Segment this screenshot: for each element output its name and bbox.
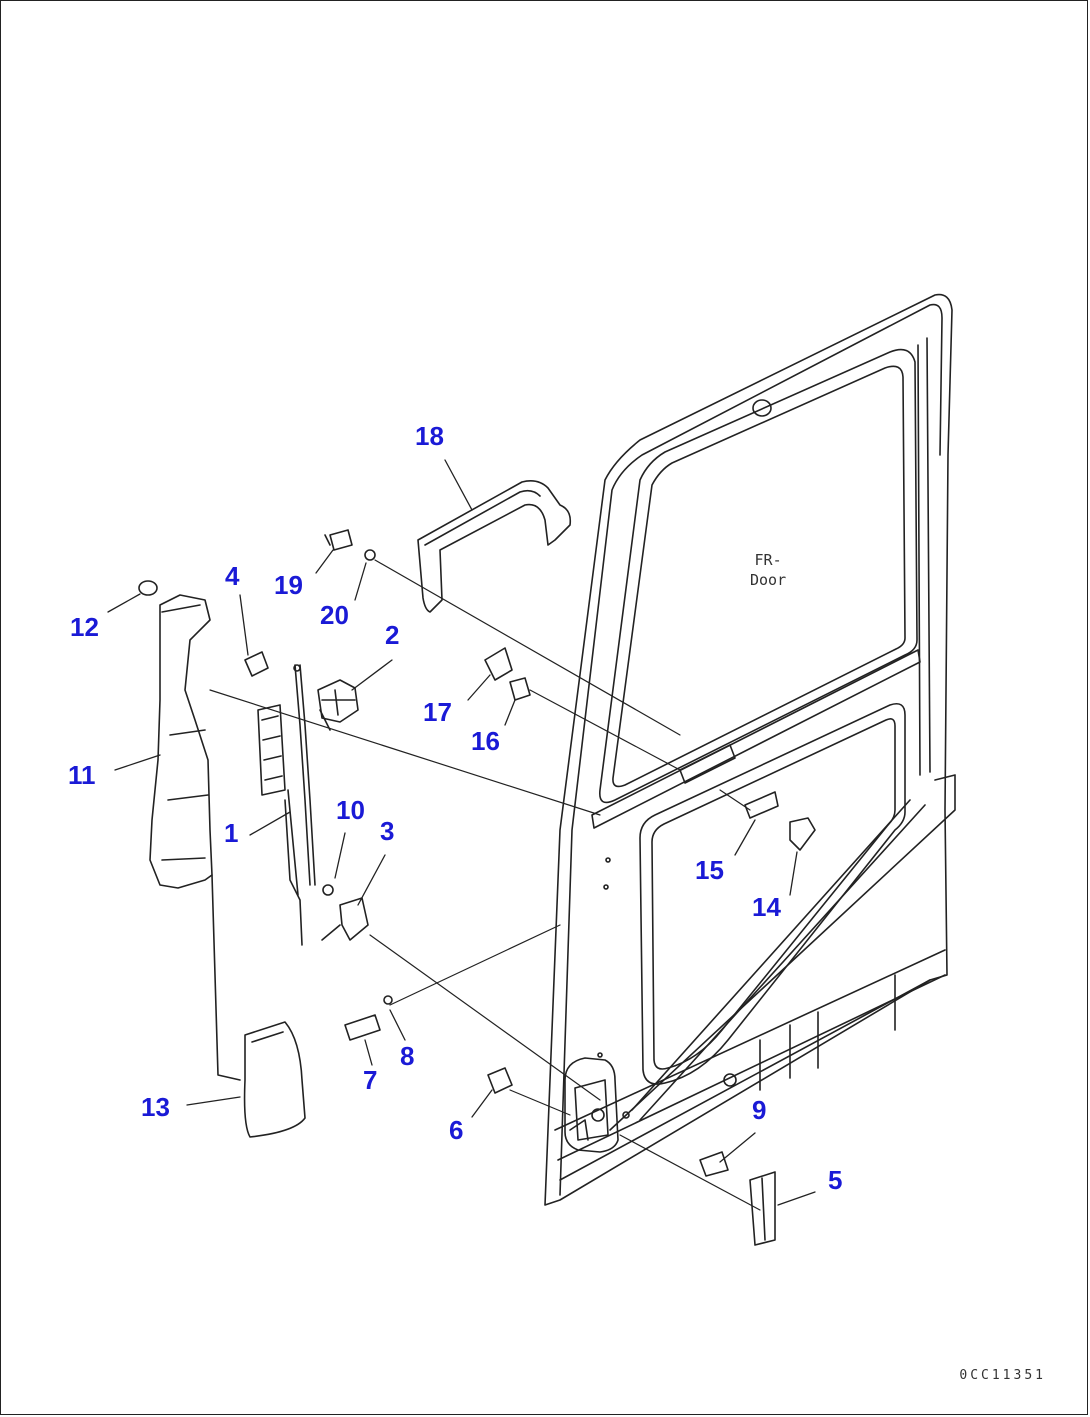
callout-13: 13 (141, 1092, 170, 1122)
small-parts (244, 529, 816, 1246)
trim-panel (138, 580, 241, 1081)
callout-17: 17 (423, 697, 452, 727)
callout-5: 5 (828, 1165, 843, 1195)
callout-19: 19 (274, 570, 303, 600)
callout-3: 3 (380, 816, 395, 846)
callout-leaders (107, 459, 816, 1206)
callout-15: 15 (695, 855, 724, 885)
door-label-line2: Door (750, 571, 787, 589)
callout-18: 18 (415, 421, 444, 451)
callout-12: 12 (70, 612, 99, 642)
callout-7: 7 (363, 1065, 378, 1095)
callout-2: 2 (385, 620, 400, 650)
callout-11: 11 (68, 760, 96, 790)
drawing-code: 0CC11351 (959, 1368, 1046, 1383)
callout-20: 20 (320, 600, 349, 630)
callout-9: 9 (752, 1095, 767, 1125)
door-label-line1: FR- (754, 551, 782, 569)
door-panel (544, 293, 956, 1206)
callout-1: 1 (224, 818, 239, 848)
callout-10: 10 (336, 795, 365, 825)
callout-4: 4 (225, 561, 240, 591)
lock-rod-assembly (257, 664, 316, 946)
door-label: FR- Door (750, 550, 786, 590)
callout-14: 14 (752, 892, 781, 922)
callout-6: 6 (449, 1115, 464, 1145)
grab-handle (417, 480, 572, 613)
callout-8: 8 (400, 1041, 415, 1071)
cover-plate (243, 1021, 306, 1138)
callout-16: 16 (471, 726, 500, 756)
assembly-leaders (209, 559, 761, 1211)
